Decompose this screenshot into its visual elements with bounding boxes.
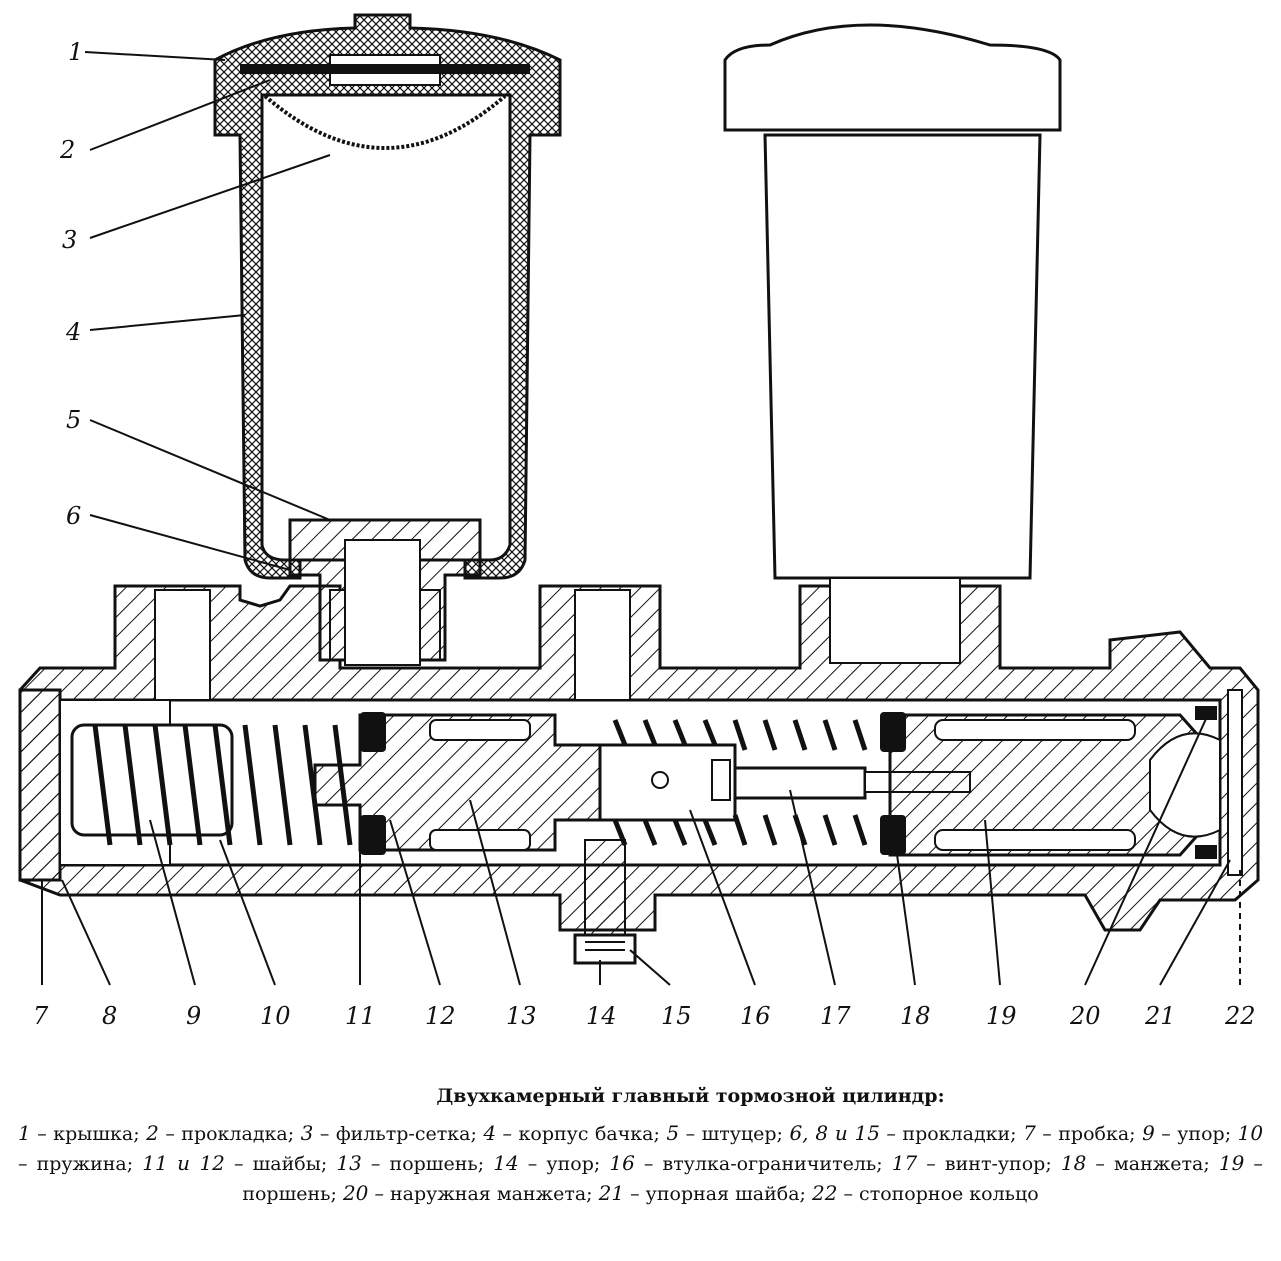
caption-title: Двухкамерный главный тормозной цилиндр: — [436, 1085, 945, 1107]
callout-18: 18 — [900, 1002, 931, 1030]
callout-5: 5 — [66, 406, 81, 434]
piston-13 — [313, 713, 602, 852]
stop-14 — [573, 839, 637, 965]
sleeve-16 — [598, 743, 737, 822]
callout-15: 15 — [661, 1002, 692, 1030]
legend-item: 2 – прокладка; — [146, 1121, 295, 1145]
legend-item: 10 – пружина; — [18, 1121, 1264, 1175]
callout-numbers: 1 2 3 4 5 6 7 8 9 10 11 12 13 14 15 16 1… — [33, 38, 1256, 1030]
callout-8: 8 — [102, 1002, 117, 1030]
legend-item: 14 – упор; — [493, 1151, 601, 1175]
legend-item: 22 – стопорное кольцо — [812, 1181, 1039, 1205]
retaining-ring-22 — [1227, 689, 1243, 876]
legend-item: 20 – наружная манжета; — [342, 1181, 593, 1205]
legend-item: 7 – пробка; — [1023, 1121, 1136, 1145]
callout-14: 14 — [586, 1002, 617, 1030]
legend-item: 9 – упор; — [1142, 1121, 1232, 1145]
figure-caption: Двухкамерный главный тормозной цилиндр: … — [0, 1085, 1281, 1209]
legend-item: 19 – поршень; — [242, 1151, 1263, 1205]
callout-17: 17 — [820, 1002, 851, 1030]
legend-item: 17 – винт-упор; — [891, 1151, 1052, 1175]
legend-item: 21 – упорная шайба; — [598, 1181, 806, 1205]
callout-16: 16 — [740, 1002, 771, 1030]
stop-9 — [70, 723, 234, 837]
legend-item: 13 – поршень; — [336, 1151, 485, 1175]
piston-19 — [888, 713, 1222, 857]
callout-19: 19 — [986, 1002, 1017, 1030]
legend-item: 6, 8 и 15 – прокладки; — [789, 1121, 1017, 1145]
callout-1: 1 — [68, 38, 83, 66]
callout-2: 2 — [59, 136, 75, 164]
callout-3: 3 — [62, 226, 77, 254]
legend-item: 1 – крышка; — [18, 1121, 140, 1145]
brake-master-cylinder-diagram: 1 2 3 4 5 6 7 8 9 10 11 12 13 14 15 16 1… — [18, 13, 1260, 1030]
callout-9: 9 — [186, 1002, 201, 1030]
legend-item: 11 и 12 – шайбы; — [142, 1151, 328, 1175]
legend-item: 16 – втулка-ограничитель; — [609, 1151, 883, 1175]
callout-7: 7 — [33, 1002, 49, 1030]
reservoir-left — [213, 13, 562, 666]
leader-lines — [41, 51, 1241, 986]
legend-item: 4 – корпус бачка; — [483, 1121, 660, 1145]
cuffs — [360, 706, 1217, 859]
legend-item: 5 – штуцер; — [666, 1121, 783, 1145]
legend-item: 18 – манжета; — [1060, 1151, 1210, 1175]
legend: 1 – крышка; 2 – прокладка; 3 – фильтр-се… — [18, 1119, 1263, 1209]
callout-21: 21 — [1144, 1002, 1176, 1030]
legend-item: 3 – фильтр-сетка; — [300, 1121, 477, 1145]
callout-10: 10 — [260, 1002, 291, 1030]
callout-20: 20 — [1069, 1002, 1101, 1030]
callout-11: 11 — [345, 1002, 376, 1030]
callout-22: 22 — [1224, 1002, 1256, 1030]
callout-13: 13 — [506, 1002, 537, 1030]
callout-4: 4 — [65, 318, 81, 346]
callout-12: 12 — [425, 1002, 456, 1030]
callout-6: 6 — [66, 502, 81, 530]
reservoir-right — [723, 23, 1062, 664]
